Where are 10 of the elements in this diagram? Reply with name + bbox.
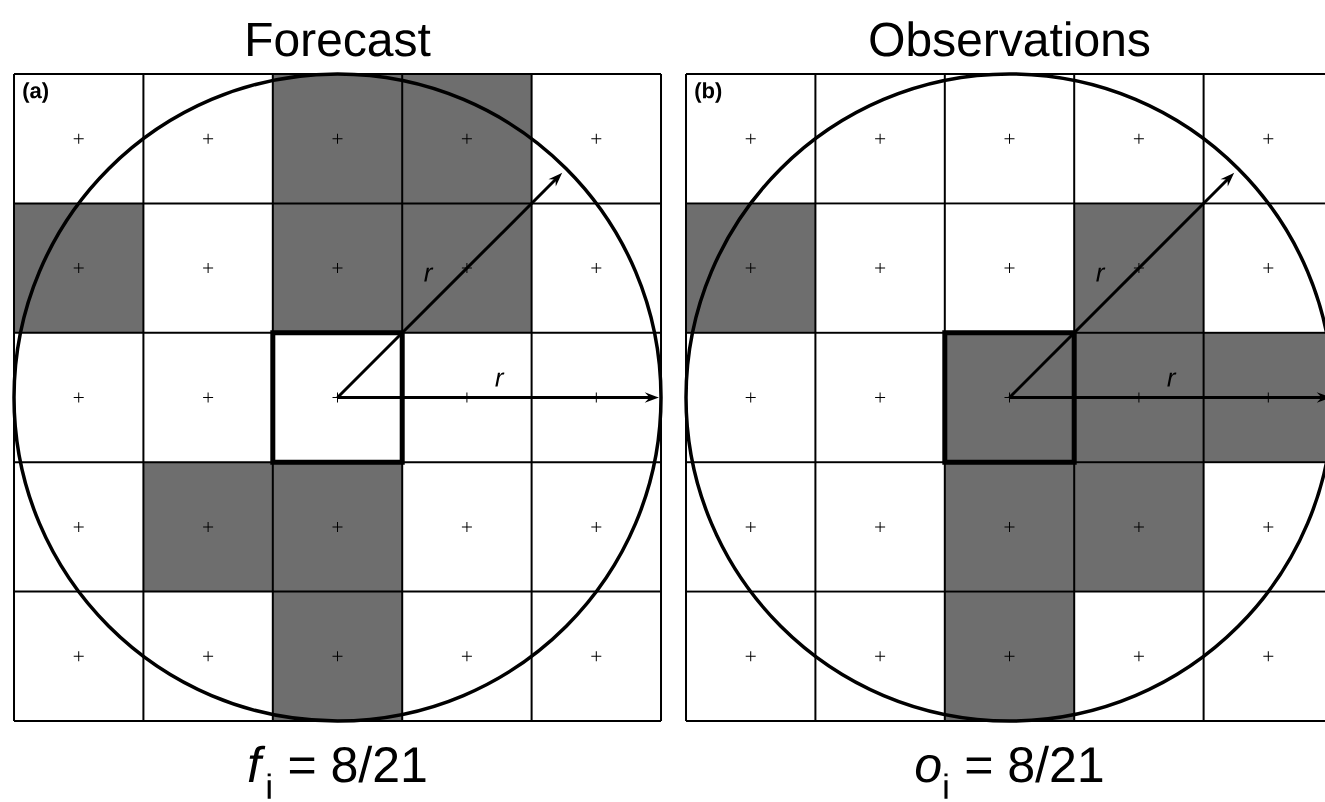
radius-label: r xyxy=(1096,267,1106,282)
panel-letter: (a) xyxy=(23,82,48,103)
radius-label: r xyxy=(495,372,505,387)
fraction-formula: f$_{i}$ = 8/21 xyxy=(248,745,426,799)
panel-title: Observations xyxy=(870,21,1150,57)
panel-title: Forecast xyxy=(248,22,431,57)
radius-label: r xyxy=(424,267,434,282)
panel-letter: (b) xyxy=(695,82,722,103)
radius-label: r xyxy=(1167,372,1177,387)
fraction-formula: o$_{i}$ = 8/21 xyxy=(915,745,1103,799)
